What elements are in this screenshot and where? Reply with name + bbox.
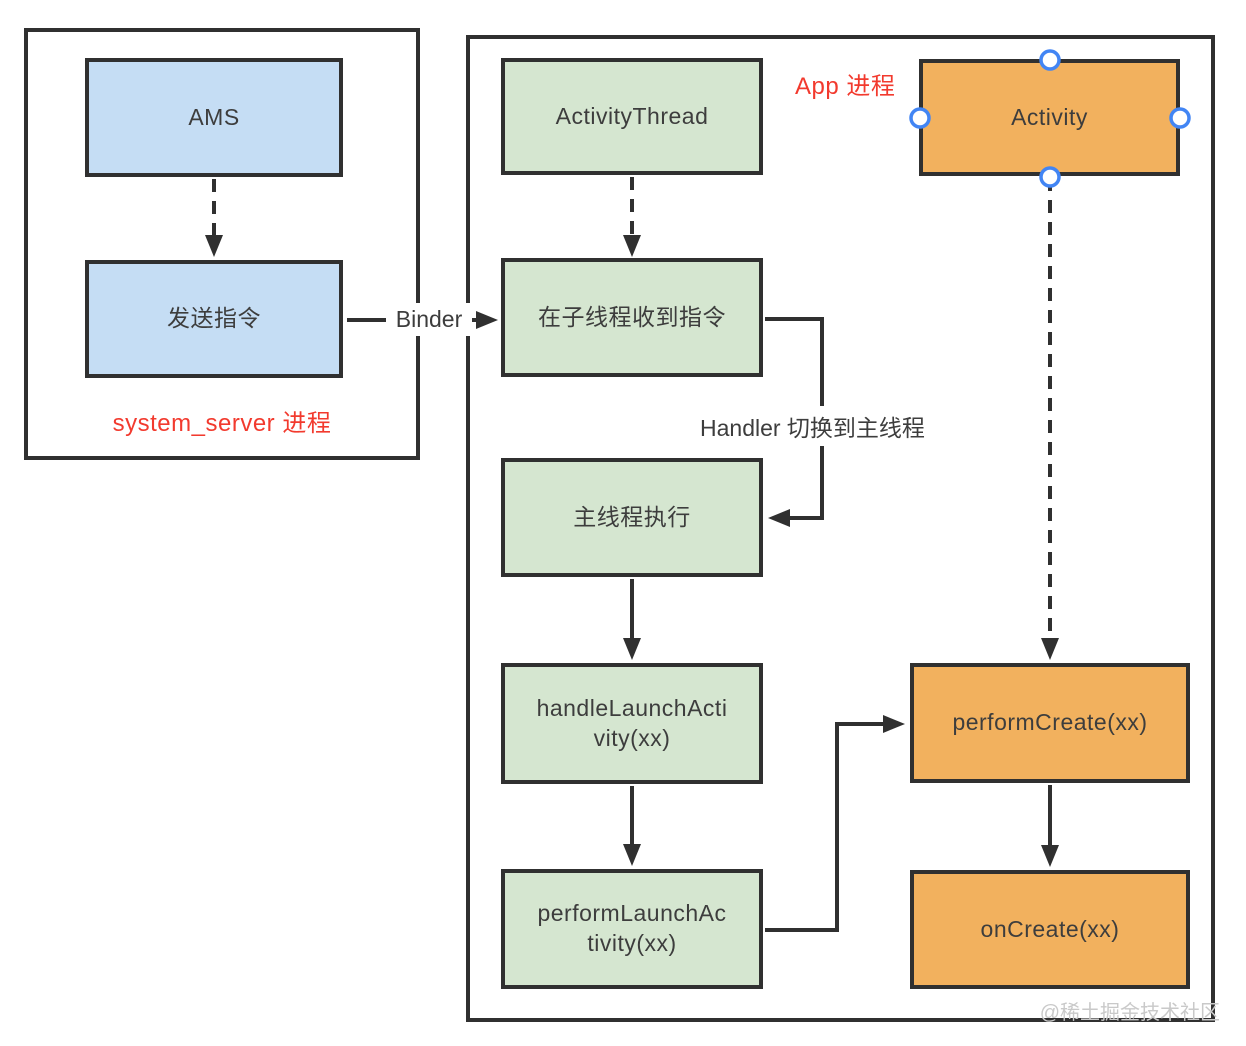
node-activity-label: Activity	[1011, 103, 1088, 130]
node-perform-create-label: performCreate(xx)	[952, 709, 1148, 736]
node-activity-thread[interactable]: ActivityThread	[501, 58, 763, 175]
group-label-system-server: system_server 进程	[112, 410, 332, 437]
node-perform-create[interactable]: performCreate(xx)	[910, 663, 1190, 783]
node-receive-in-subthread[interactable]: 在子线程收到指令	[501, 258, 763, 377]
node-activity[interactable]: Activity	[919, 59, 1180, 176]
node-on-create[interactable]: onCreate(xx)	[910, 870, 1190, 989]
node-main-thread-exec[interactable]: 主线程执行	[501, 458, 763, 577]
node-ams-label: AMS	[188, 103, 240, 130]
edge-label-handler-switch: Handler 切换到主线程	[694, 406, 931, 446]
watermark-text: @稀土掘金技术社区	[1039, 1002, 1220, 1024]
node-ams[interactable]: AMS	[85, 58, 343, 177]
node-perform-launch-activity-label: performLaunchActivity(xx)	[537, 900, 727, 956]
node-receive-in-subthread-label: 在子线程收到指令	[538, 303, 726, 330]
group-label-app: App 进程	[795, 73, 896, 100]
node-main-thread-exec-label: 主线程执行	[573, 503, 691, 530]
node-activity-thread-label: ActivityThread	[555, 102, 709, 129]
node-send-command-label: 发送指令	[167, 305, 261, 332]
node-handle-launch-activity[interactable]: handleLaunchActivity(xx)	[501, 663, 763, 784]
node-on-create-label: onCreate(xx)	[980, 915, 1120, 942]
node-perform-launch-activity[interactable]: performLaunchActivity(xx)	[501, 869, 763, 989]
node-handle-launch-activity-label: handleLaunchActivity(xx)	[536, 694, 728, 751]
edge-label-binder: Binder	[386, 303, 472, 336]
node-send-command[interactable]: 发送指令	[85, 260, 343, 378]
